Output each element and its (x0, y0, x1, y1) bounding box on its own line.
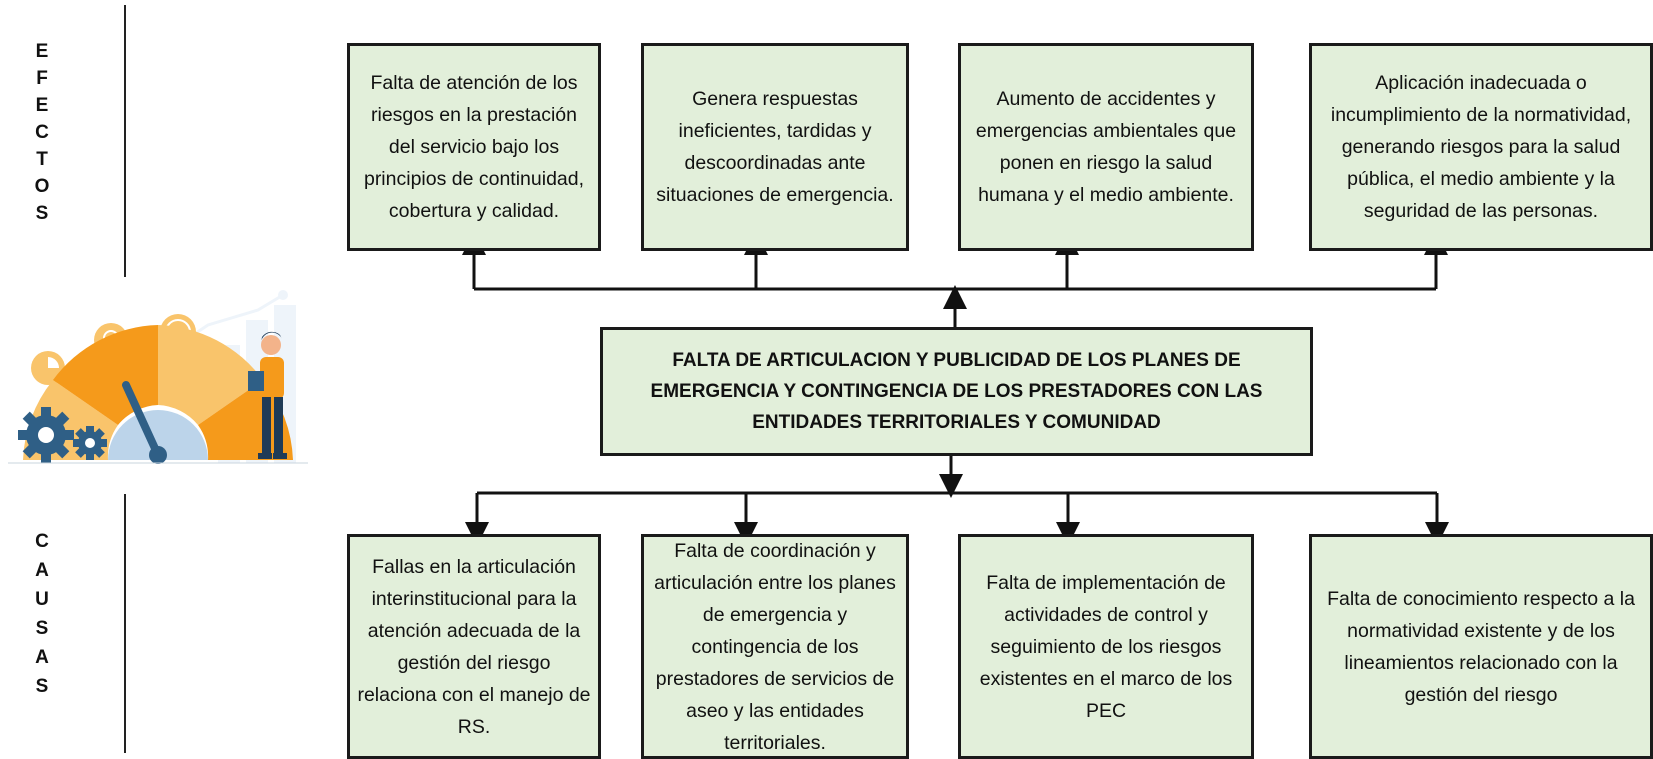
cause-box: Fallas en la articulación interinstituci… (347, 534, 601, 759)
causes-letter: S (35, 676, 49, 697)
effects-letter: O (34, 176, 50, 197)
person-with-clipboard-icon (248, 331, 287, 459)
cause-box: Falta de coordinación y articulación ent… (641, 534, 909, 759)
effects-letter: F (36, 68, 48, 89)
effects-letter: S (35, 203, 49, 224)
central-problem-box: FALTA DE ARTICULACION Y PUBLICIDAD DE LO… (600, 327, 1313, 456)
cause-text: Fallas en la articulación interinstituci… (357, 555, 591, 738)
effect-text: Falta de atención de los riesgos en la p… (363, 72, 585, 222)
causes-divider (124, 494, 126, 753)
effects-letter: T (36, 149, 48, 170)
effects-letter: E (35, 95, 49, 116)
causes-vertical-label: C A U S A S (30, 527, 54, 701)
cause-text: Falta de implementación de actividades d… (979, 571, 1233, 722)
causes-letter: S (35, 618, 49, 639)
causes-letter: C (35, 531, 49, 552)
causes-letter: A (35, 647, 49, 668)
effect-box: Aplicación inadecuada o incumplimiento d… (1309, 43, 1653, 251)
effects-divider (124, 5, 126, 277)
effect-text: Genera respuestas ineficientes, tardidas… (656, 88, 894, 206)
effect-box: Aumento de accidentes y emergencias ambi… (958, 43, 1254, 251)
effect-box: Genera respuestas ineficientes, tardidas… (641, 43, 909, 251)
effects-letter: C (35, 122, 49, 143)
effects-vertical-label: E F E C T O S (30, 38, 54, 227)
gear-icon (18, 407, 107, 463)
effect-text: Aumento de accidentes y emergencias ambi… (975, 88, 1237, 206)
effect-text: Aplicación inadecuada o incumplimiento d… (1330, 72, 1632, 222)
effects-letter: E (35, 41, 49, 62)
effect-box: Falta de atención de los riesgos en la p… (347, 43, 601, 251)
causes-letter: A (35, 560, 49, 581)
central-problem-text: FALTA DE ARTICULACION Y PUBLICIDAD DE LO… (650, 350, 1263, 433)
causes-letter: U (35, 589, 49, 610)
cause-box: Falta de conocimiento respecto a la norm… (1309, 534, 1653, 759)
risk-gauge-illustration (8, 290, 308, 464)
cause-text: Falta de coordinación y articulación ent… (654, 539, 896, 754)
cause-box: Falta de implementación de actividades d… (958, 534, 1254, 759)
cause-text: Falta de conocimiento respecto a la norm… (1327, 587, 1635, 706)
